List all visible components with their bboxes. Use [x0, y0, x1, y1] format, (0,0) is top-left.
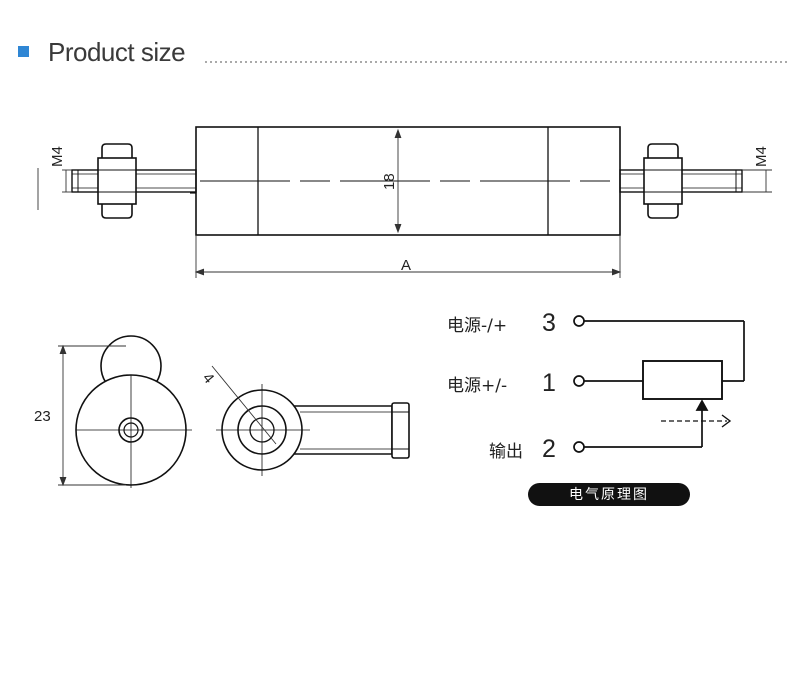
pin3-number: 3: [542, 309, 556, 337]
pin3-label: 电源-/+: [447, 316, 507, 336]
dim-23: 23: [34, 408, 51, 425]
end-view-dimension: [58, 344, 126, 487]
dim-4: 4: [199, 370, 217, 387]
terminal-3: [573, 315, 585, 327]
rod-hole-dimension: [211, 365, 277, 445]
rod-end-cap: [391, 402, 410, 459]
wiper-arrow-icon: [695, 399, 709, 411]
pin2-number: 2: [542, 435, 556, 463]
caption-pill: [528, 483, 690, 506]
dim-a: A: [401, 257, 411, 274]
section-header: Product size: [0, 0, 790, 80]
dim-m4-right: M4: [753, 146, 770, 167]
circuit-diagram: [573, 315, 745, 453]
rod-end-view: [216, 384, 410, 476]
terminal-1: [573, 375, 585, 387]
terminal-2: [573, 441, 585, 453]
left-nut: [97, 143, 137, 219]
pin1-number: 1: [542, 369, 556, 397]
page-title: Product size: [48, 37, 186, 67]
potentiometer-resistor: [642, 360, 723, 400]
right-nut: [643, 143, 683, 219]
header-square-icon: [18, 46, 29, 57]
side-dimensions: [37, 128, 772, 278]
pin1-label: 电源+/-: [447, 376, 507, 396]
pin2-label: 输出: [489, 442, 523, 462]
motion-arrow-icon: [721, 414, 732, 428]
caption-text: 电气原理图: [569, 487, 649, 503]
end-view: [75, 335, 192, 488]
dim-18: 18: [381, 173, 398, 190]
dim-m4-left: M4: [49, 146, 66, 167]
side-view: [71, 126, 743, 236]
